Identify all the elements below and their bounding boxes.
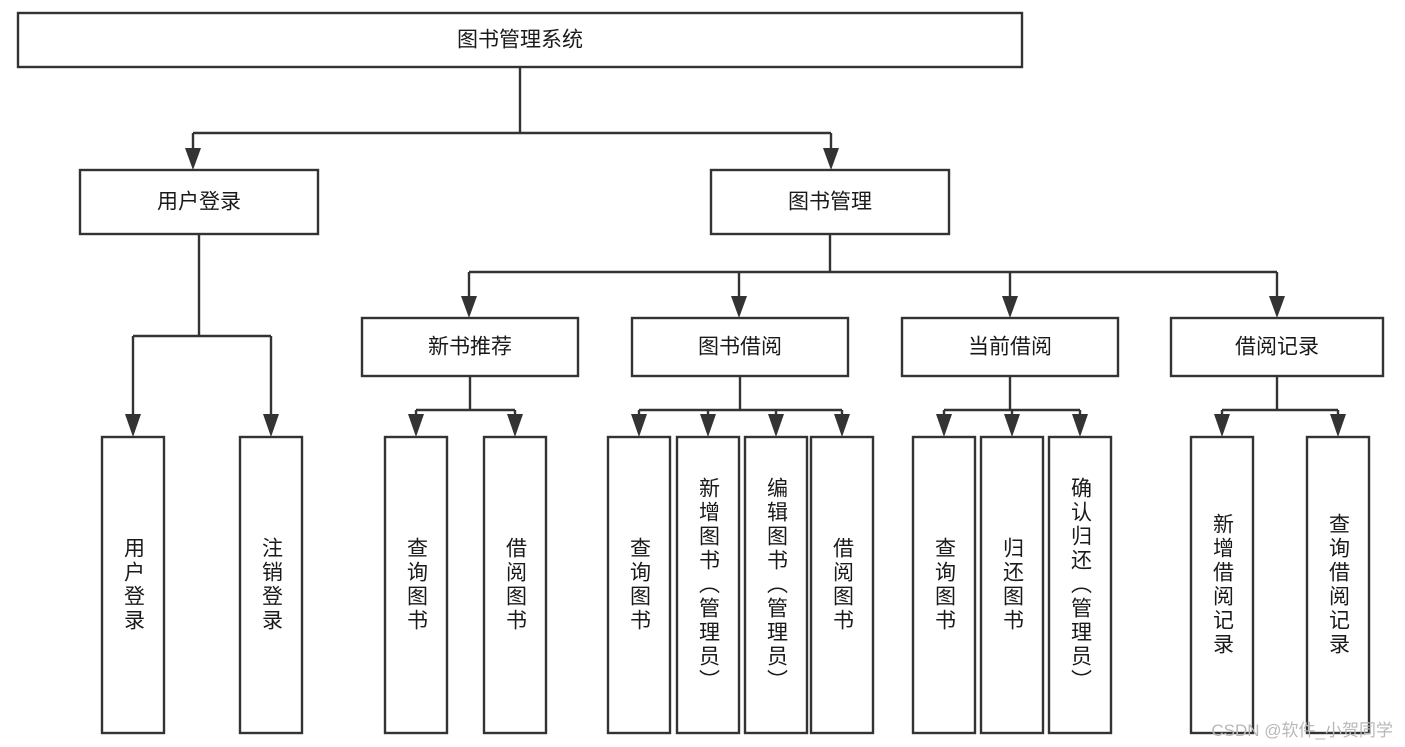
arrow-bookmgmt-to-newbook — [461, 296, 477, 318]
arrow-borrowrecord-leaf-2 — [1330, 414, 1346, 437]
arrow-newbook-leaf-2 — [507, 414, 523, 437]
node-book-borrow[interactable]: 图书借阅 — [630, 316, 850, 378]
current-borrow-label: 当前借阅 — [968, 336, 1052, 359]
arrow-userlogin-leaf-1 — [125, 414, 141, 437]
leaf-box-logout[interactable] — [238, 435, 304, 735]
arrow-root-to-user — [185, 148, 201, 170]
arrow-bookmgmt-to-current — [1002, 296, 1018, 318]
arrow-currentborrow-leaf-1 — [936, 414, 952, 437]
arrow-bookborrow-leaf-1 — [631, 414, 647, 437]
borrow-record-box[interactable] — [1169, 316, 1385, 378]
arrow-newbook-leaf-1 — [408, 414, 424, 437]
leaf-box-query-book-2[interactable] — [606, 435, 672, 735]
leaf-box-return-book[interactable] — [979, 435, 1045, 735]
arrow-bookborrow-leaf-3 — [768, 414, 784, 437]
arrow-bookborrow-leaf-4 — [834, 414, 850, 437]
borrow-record-label: 借阅记录 — [1235, 336, 1319, 359]
new-book-recommend-label: 新书推荐 — [428, 336, 512, 359]
arrow-userlogin-leaf-2 — [263, 414, 279, 437]
leaf-box-query-book-1[interactable] — [383, 435, 449, 735]
watermark-text: CSDN @软件_小贺同学 — [1211, 721, 1393, 740]
arrow-bookborrow-leaf-2 — [700, 414, 716, 437]
node-user-login[interactable]: 用户登录 — [78, 168, 320, 236]
book-borrow-label: 图书借阅 — [698, 336, 782, 359]
node-new-book-recommend[interactable]: 新书推荐 — [360, 316, 580, 378]
leaf-box-edit-book[interactable] — [743, 435, 809, 735]
book-management-box[interactable] — [709, 168, 951, 236]
current-borrow-box[interactable] — [900, 316, 1120, 378]
arrow-root-to-bookmgmt — [823, 148, 839, 170]
leaf-box-confirm-return[interactable] — [1047, 435, 1113, 735]
arrow-currentborrow-leaf-2 — [1004, 414, 1020, 437]
node-borrow-record[interactable]: 借阅记录 — [1169, 316, 1385, 378]
leaf-box-query-book-3[interactable] — [911, 435, 977, 735]
arrow-bookmgmt-to-borrow — [731, 296, 747, 318]
arrow-bookmgmt-to-record — [1269, 296, 1285, 318]
node-root[interactable]: 图书管理系统 — [16, 11, 1024, 69]
book-borrow-box[interactable] — [630, 316, 850, 378]
leaf-box-add-book[interactable] — [675, 435, 741, 735]
user-login-label: 用户登录 — [157, 191, 241, 214]
arrow-currentborrow-leaf-3 — [1072, 414, 1088, 437]
leaf-box-borrow-book-2[interactable] — [809, 435, 875, 735]
leaf-box-query-record[interactable] — [1305, 435, 1371, 735]
root-label: 图书管理系统 — [457, 29, 583, 52]
node-book-management[interactable]: 图书管理 — [709, 168, 951, 236]
root-box[interactable] — [16, 11, 1024, 69]
book-management-label: 图书管理 — [788, 191, 872, 214]
arrow-borrowrecord-leaf-1 — [1214, 414, 1230, 437]
new-book-recommend-box[interactable] — [360, 316, 580, 378]
leaf-box-add-record[interactable] — [1189, 435, 1255, 735]
leaf-box-user-login[interactable] — [100, 435, 166, 735]
leaf-box-borrow-book-1[interactable] — [482, 435, 548, 735]
node-current-borrow[interactable]: 当前借阅 — [900, 316, 1120, 378]
